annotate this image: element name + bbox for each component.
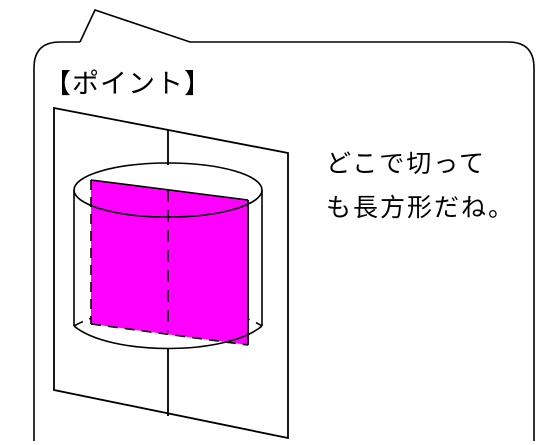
cutting-plane — [53, 106, 289, 440]
note-line-2: も長方形だね。 — [326, 193, 516, 222]
speech-bubble-outline — [33, 9, 535, 441]
cross-section-rectangle — [91, 180, 248, 345]
note-line-1: どこで切って — [326, 149, 487, 178]
cross-section-top-edge — [90, 179, 249, 201]
callout-title: 【ポイント】 — [44, 69, 212, 100]
cross-section-bottom-edge — [90, 323, 249, 346]
